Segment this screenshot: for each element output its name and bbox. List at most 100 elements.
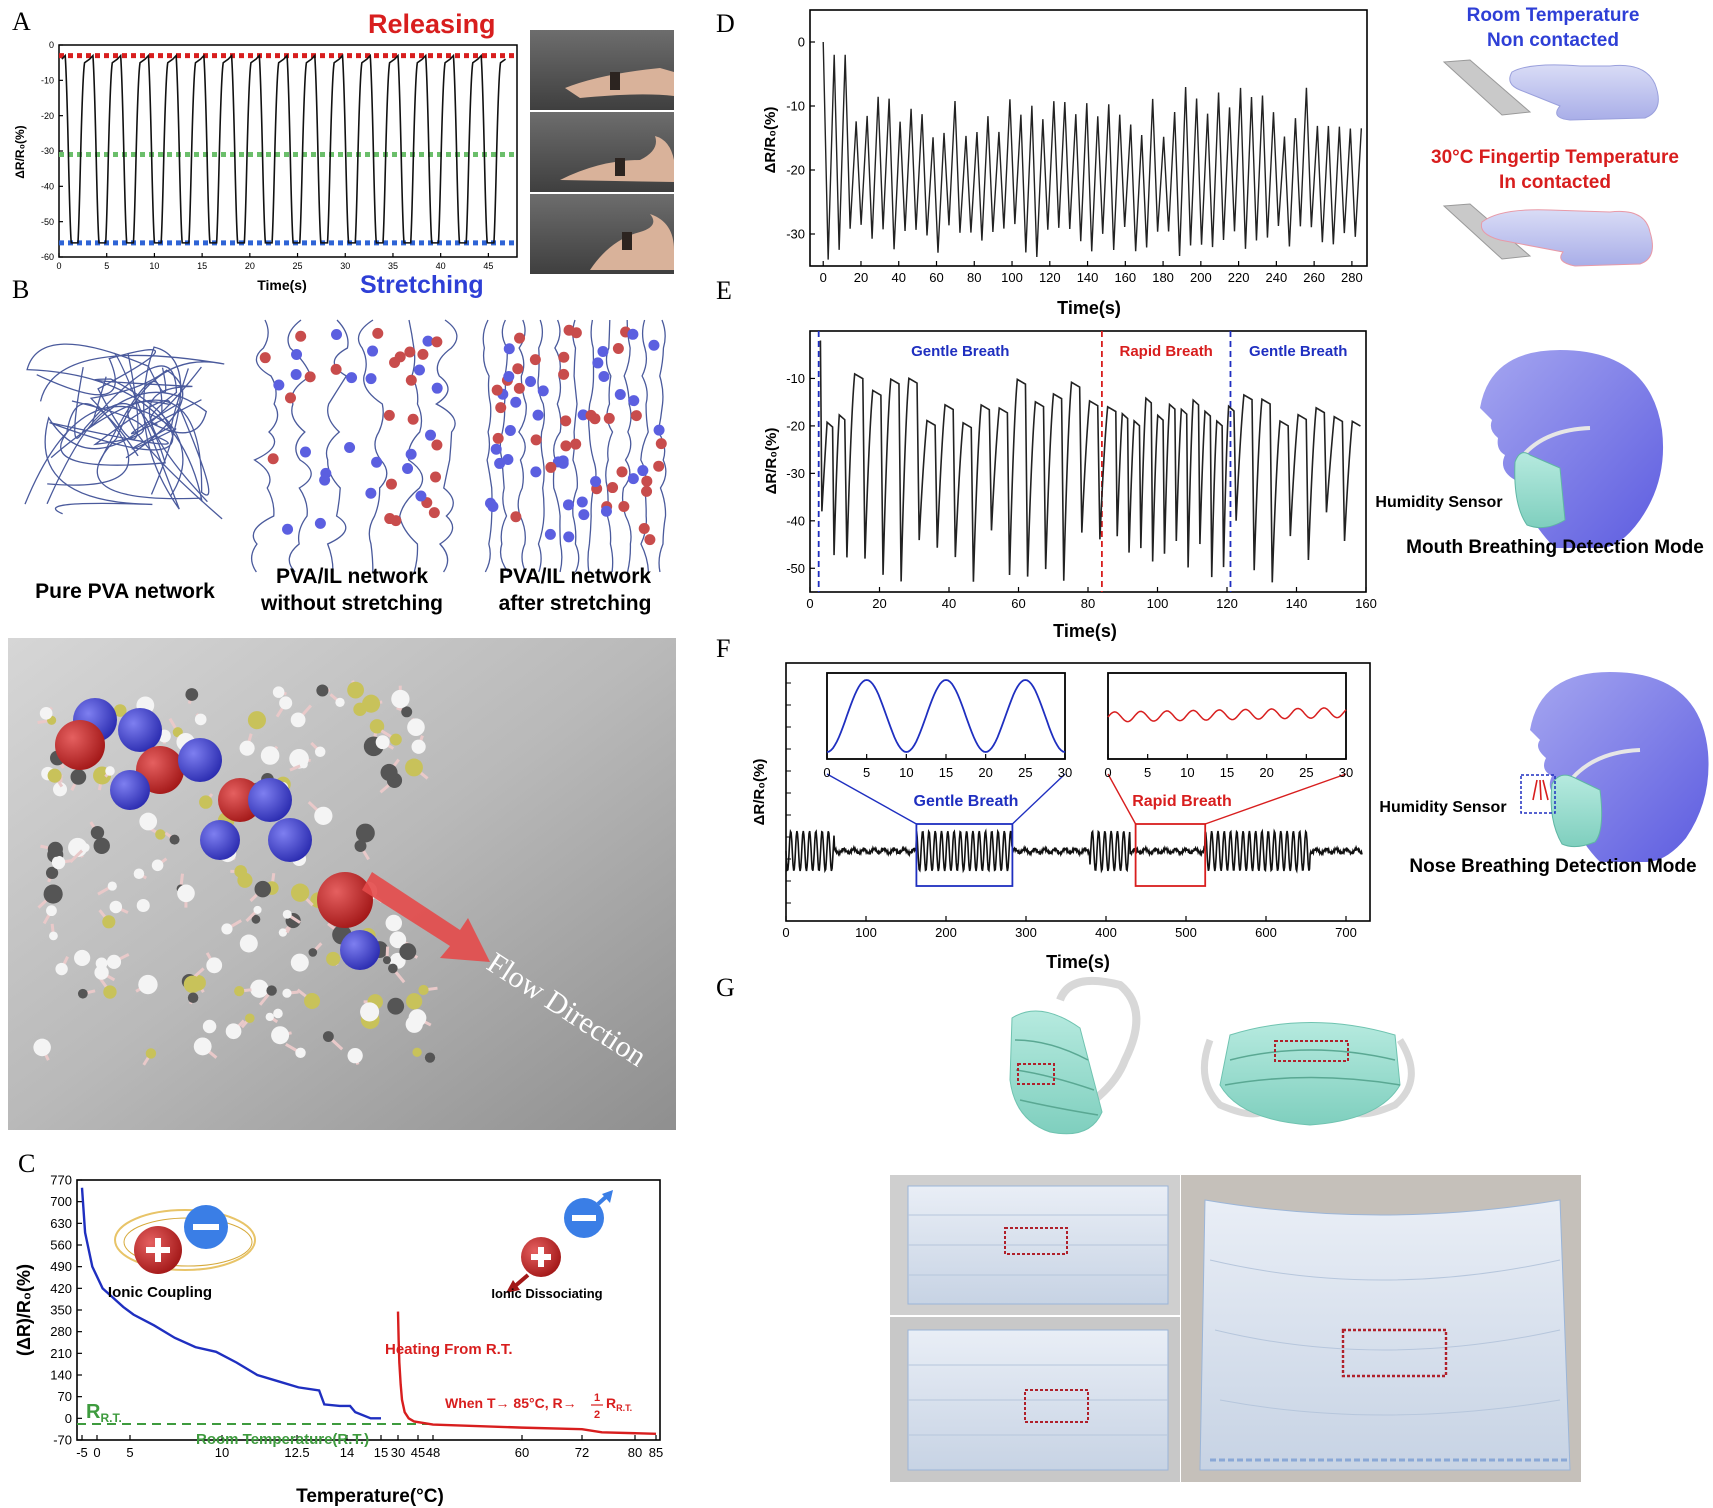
atom [52,782,68,797]
cation-dot [491,384,503,396]
cation-dot [529,354,541,366]
atom [401,706,413,718]
anion-dot [614,388,626,400]
panel-a-xtick-label: 45 [483,261,493,271]
anion-dot [544,528,556,540]
atom [33,1038,51,1057]
inset-xtick-label: 25 [1018,765,1032,780]
panel-d-ytick-label: -10 [786,99,805,114]
atom [273,1008,283,1019]
polymer-chain [39,354,225,500]
anion-dot [592,357,604,369]
atom [138,974,158,995]
panel-f-xtick-label: 0 [782,925,789,940]
cation-dot [430,471,442,483]
anion-dot [653,424,665,436]
atom [47,841,63,857]
panel-f-xtick-label: 300 [1015,925,1037,940]
atom [290,953,309,972]
cation-dot [372,327,384,339]
cation-dot [390,515,402,527]
anion-dot [431,382,443,394]
panel-d-xtick-label: 240 [1266,270,1288,285]
atom [316,684,329,697]
formula-text: When T→ 85°C, R→ [445,1395,577,1411]
atom [279,696,293,710]
cation-dot [585,409,597,421]
panel-f-series-line [785,828,1363,874]
panel-d-xtick-label: 160 [1114,270,1136,285]
anion-dot [365,373,377,385]
panel-f-xtick-label: 500 [1175,925,1197,940]
panel-d-ylabel: ΔR/R₀(%) [762,107,779,174]
anion-dot [415,490,427,502]
flow-direction-arrow [362,872,490,962]
panel-d-ytick-label: -30 [786,227,805,242]
polymer-chain [250,319,279,573]
panel-d-xtick-label: 0 [820,270,827,285]
gentle-inset-line [826,679,1066,753]
anion-dot [503,371,515,383]
anion-dot [578,509,590,521]
zoom-connector [826,773,917,825]
panel-e-xtick-label: 20 [872,596,886,611]
polymer-chain [325,319,349,573]
panel-letter-f: F [716,634,730,663]
anion-dot [562,499,574,511]
anion-dot [502,454,514,466]
atom [194,713,207,726]
atom [185,688,199,701]
polymer-chain [71,399,223,520]
atom [133,868,145,880]
atom [183,975,202,994]
polymer-chain [499,319,509,573]
atom [251,914,261,924]
mask-photos [890,1175,1581,1482]
atom [94,965,109,980]
panel-d-ytick-label: 0 [798,35,805,50]
formula-denominator: 2 [594,1409,600,1421]
nose-breathing-mode-label: Nose Breathing Detection Mode [1409,856,1696,877]
panel-c-xtick-label: 45 [411,1445,425,1460]
panel-d-xtick-label: 40 [892,270,906,285]
panel-c-xtick-label: 12.5 [284,1445,309,1460]
panel-c-xtick-label: -5 [76,1445,88,1460]
atom [389,931,407,949]
anion-dot [299,446,311,458]
anion-dot [648,339,660,351]
panel-c: C -70070140210280350420490560630700770-5… [14,1149,663,1507]
atom [136,898,150,913]
panel-d-xtick-label: 180 [1152,270,1174,285]
panel-a-ytick-label: -10 [41,75,54,85]
atom [266,985,277,996]
panel-a-xtick-label: 40 [436,261,446,271]
panel-letter-c: C [18,1149,35,1178]
atom [265,1012,274,1022]
atom [354,840,367,852]
zoom-window [915,823,1014,887]
atom [314,806,333,825]
atom [155,829,166,840]
panel-letter-d: D [716,9,735,38]
anion-ball [178,738,222,782]
atom [355,823,375,843]
panel-c-ytick-label: 770 [50,1173,72,1188]
panel-e-xtick-label: 140 [1286,596,1308,611]
inset-xtick-label: 5 [863,765,870,780]
anion-dot [637,465,649,477]
anion-dot [597,345,609,357]
panel-c-xtick-label: 85 [649,1445,663,1460]
panel-c-xtick-label: 15 [374,1445,388,1460]
anion-dot [484,497,496,509]
panel-e-xtick-label: 80 [1081,596,1095,611]
atom [103,985,117,999]
panel-a-ytick-label: -40 [41,181,54,191]
panel-d-xtick-label: 100 [1001,270,1023,285]
panel-e-plot-frame [809,330,1367,593]
panel-letter-b: B [12,275,29,304]
cation-dot [616,466,628,478]
inset-xtick-label: 25 [1299,765,1313,780]
atom [68,837,88,858]
